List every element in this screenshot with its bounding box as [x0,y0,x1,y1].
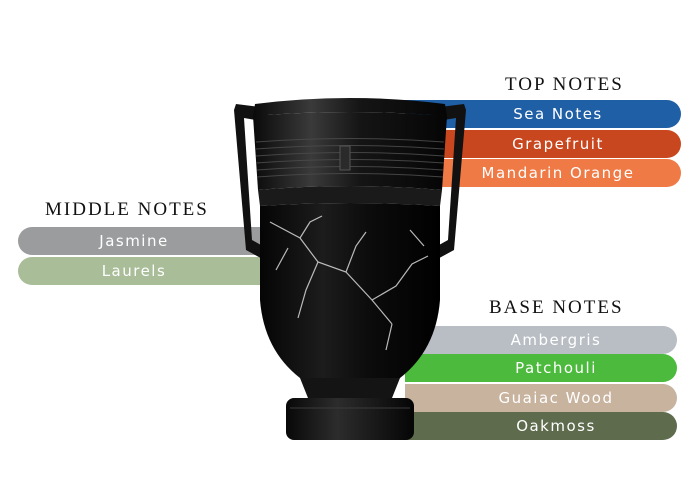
middle-note-pill-1: Jasmine [18,227,280,255]
bottle-stem [300,378,400,398]
base-note-label: Oakmoss [516,417,596,435]
bottle-body [260,203,440,378]
base-note-pill-2: Patchouli [405,354,677,382]
middle-note-pill-2: Laurels [18,257,280,285]
top-note-label: Sea Notes [513,105,603,123]
base-note-pill-3: Guaiac Wood [405,384,677,412]
top-note-label: Mandarin Orange [481,164,635,182]
bottle-collar [258,186,442,206]
base-note-label: Guaiac Wood [498,389,614,407]
base-note-pill-1: Ambergris [405,326,677,354]
top-note-label: Grapefruit [512,135,604,153]
left-handle [234,104,270,262]
base-note-pill-4: Oakmoss [405,412,677,440]
top-note-pill-2: Grapefruit [405,130,681,158]
middle-notes-heading: MIDDLE NOTES [45,199,209,220]
base-notes-heading: BASE NOTES [489,297,624,318]
bottle-base [286,398,414,440]
right-handle [430,104,466,262]
marble-veins [269,215,429,351]
middle-note-label: Jasmine [99,232,169,250]
bottle-rim [253,98,447,116]
base-note-label: Patchouli [515,359,597,377]
top-notes-heading: TOP NOTES [505,74,624,95]
base-note-label: Ambergris [510,331,602,349]
top-note-pill-3: Mandarin Orange [405,159,681,187]
middle-note-label: Laurels [101,262,167,280]
